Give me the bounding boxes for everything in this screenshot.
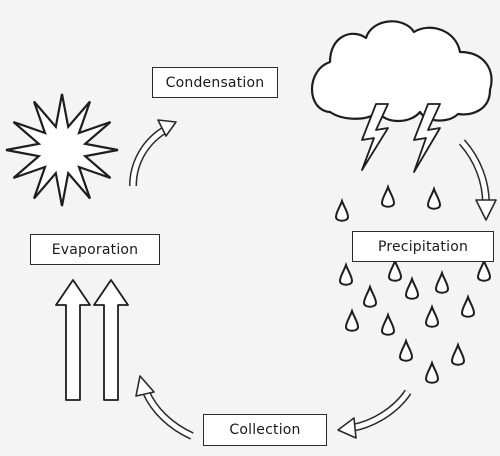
condensation-label: Condensation <box>152 67 278 98</box>
raindrop-icon <box>380 183 396 208</box>
raindrop-icon <box>338 261 354 286</box>
curved-arrow-icon <box>458 139 497 221</box>
raindrop-icon <box>476 257 492 282</box>
curved-arrow-icon <box>135 375 194 440</box>
raindrop-icon <box>344 307 360 332</box>
raindrop-icon <box>424 303 440 328</box>
precipitation-label: Precipitation <box>352 231 494 262</box>
up-arrow-icon <box>93 279 129 401</box>
raindrop-icon <box>398 337 414 362</box>
evaporation-label: Evaporation <box>30 234 160 265</box>
raindrop-icon <box>334 197 350 222</box>
curved-arrow-icon <box>337 389 412 439</box>
cloud-icon <box>310 20 493 123</box>
raindrop-icon <box>450 341 466 366</box>
raindrops-group <box>334 183 492 384</box>
raindrop-icon <box>387 257 403 282</box>
lightning-bolt-icon <box>361 103 389 171</box>
raindrop-icon <box>362 283 378 308</box>
collection-label: Collection <box>203 414 327 446</box>
raindrop-icon <box>434 269 450 294</box>
raindrop-icon <box>404 275 420 300</box>
curved-arrow-icon <box>129 119 177 187</box>
lightning-bolt-icon <box>413 103 441 173</box>
up-arrow-icon <box>55 279 91 401</box>
sun-icon <box>5 93 119 207</box>
raindrop-icon <box>424 359 440 384</box>
raindrop-icon <box>380 311 396 336</box>
raindrop-icon <box>426 185 442 210</box>
raindrop-icon <box>460 293 476 318</box>
